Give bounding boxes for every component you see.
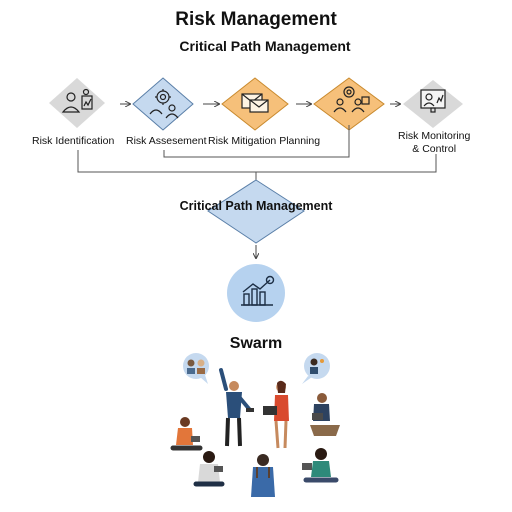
person-gear-icon [149, 89, 179, 119]
person-sitting-orange [170, 417, 203, 451]
step-label-risk-mitigation-planning: Risk Mitigation Planning [208, 135, 321, 147]
speech-bubble-left [183, 353, 209, 384]
person-sitting-front-left [193, 451, 225, 487]
person-monitor-icon [420, 89, 446, 113]
person-sitting-front-right [302, 448, 339, 483]
person-standing-man [219, 368, 254, 447]
person-sitting-right [310, 393, 340, 436]
page-subtitle: Critical Path Management [179, 38, 351, 54]
step-label-risk-identification: Risk Identification [32, 135, 115, 147]
step-diamond-risk-identification [49, 78, 105, 128]
people-gear-icon [333, 86, 370, 113]
step-label-risk-monitoring: Risk Monitoring & Control [398, 130, 471, 155]
chart-growth-icon [241, 275, 275, 306]
speech-bubble-right [302, 353, 330, 384]
person-standing-woman [263, 380, 289, 449]
critical-path-label: Critical Path Management [179, 199, 333, 213]
person-sitting-front-center [251, 454, 275, 497]
person-chart-icon [61, 88, 93, 113]
critical-path-diamond [207, 179, 305, 244]
envelope-icon [241, 93, 269, 113]
step-label-risk-assessment: Risk Assesement [126, 135, 207, 147]
swarm-circle [227, 264, 285, 322]
page-title: Risk Management [175, 9, 337, 30]
swarm-title: Swarm [229, 335, 283, 352]
step-diamond-implementation [313, 77, 385, 131]
